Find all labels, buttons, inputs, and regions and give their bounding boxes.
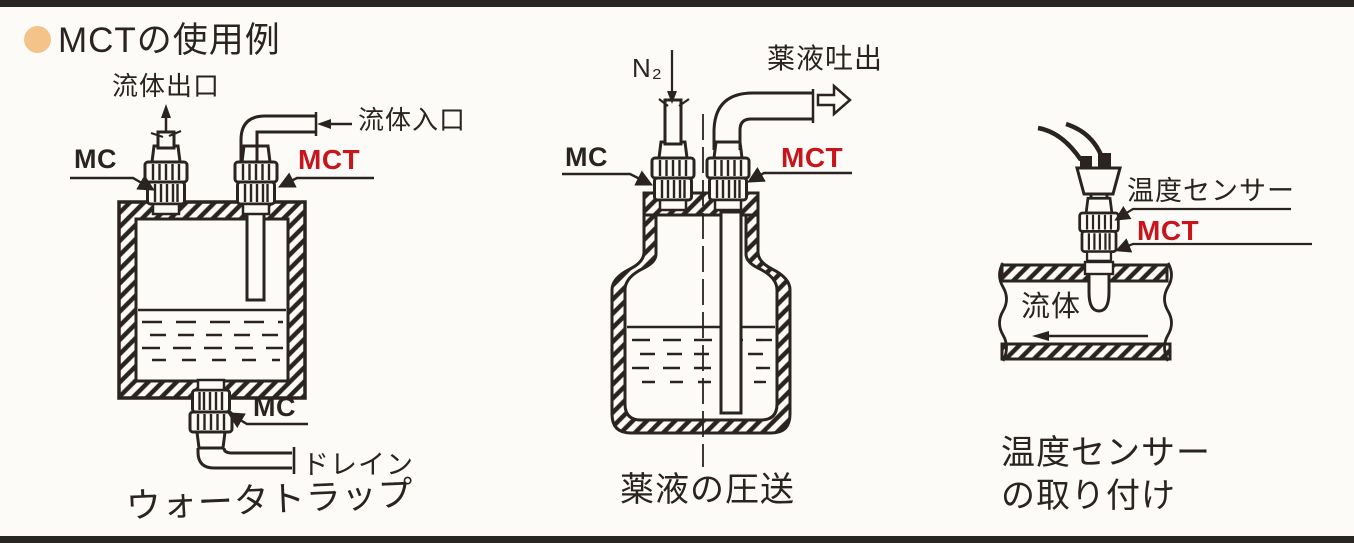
- dip-tube: [719, 210, 743, 415]
- mc-label-mid: MC: [565, 142, 608, 172]
- outlet-arrow-icon: [161, 104, 171, 131]
- sensor-wire-left: [1037, 125, 1083, 162]
- mct-fitting-sensor: [1078, 196, 1120, 263]
- mct-leader: [1115, 238, 1312, 253]
- sensor-body: [1075, 166, 1122, 196]
- mct-leader: [747, 167, 852, 183]
- mct-leader: [277, 172, 374, 188]
- discharge-elbow-pipe: [712, 89, 815, 150]
- probe-collar: [1083, 260, 1115, 276]
- bottom-border-rule: [0, 536, 1354, 543]
- n2-arrow-icon: [667, 50, 677, 104]
- inlet-elbow-pipe: [239, 112, 318, 162]
- pipe-break-left: [998, 262, 1008, 362]
- mct-label-left: MCT: [298, 144, 361, 175]
- fluid-inlet-label: 流体入口: [358, 105, 467, 135]
- bullet-icon: [24, 25, 51, 53]
- drain-label: ドレイン: [302, 450, 414, 480]
- inlet-arrow-icon: [317, 119, 352, 129]
- liquid-surface: [627, 325, 775, 384]
- fluid-outlet-label: 流体出口: [112, 71, 221, 101]
- pipe-break-right: [1163, 262, 1173, 362]
- mct-fitting-discharge: [705, 140, 751, 212]
- chemical-feed-drawing: [562, 50, 852, 467]
- section-title-row: MCTの使用例: [24, 12, 281, 63]
- mc-leader: [562, 170, 654, 186]
- mc-bottom-label: MC: [253, 392, 296, 422]
- sensor-leader: [1114, 205, 1291, 221]
- discharge-label: 薬液吐出: [767, 43, 884, 74]
- sensor-wire-right: [1065, 121, 1104, 156]
- mc-bottom-leader: [227, 412, 308, 429]
- flow-arrow-icon: [1032, 331, 1148, 341]
- page-title: MCTの使用例: [58, 21, 281, 60]
- mc-top-leader: [70, 174, 155, 191]
- mc-fitting-outlet: [143, 144, 189, 216]
- sensor-terminal-left: [1080, 156, 1092, 169]
- sensor-terminal-right: [1098, 153, 1111, 168]
- mct-label-right: MCT: [1137, 215, 1200, 246]
- water-trap-drawing: [70, 104, 374, 474]
- mc-fitting-drain: [188, 378, 234, 450]
- liquid-surface: [138, 308, 286, 362]
- fluid-label: 流体: [1021, 291, 1082, 323]
- n2-label: N₂: [632, 53, 663, 83]
- temp-sensor-drawing: [998, 121, 1312, 362]
- chemical-feed-caption: 薬液の圧送: [620, 471, 795, 509]
- mc-fitting-n2: [650, 140, 696, 212]
- mct-label-mid: MCT: [781, 142, 844, 173]
- temp-sensor-caption-line1: 温度センサー: [1001, 434, 1211, 472]
- pipe-bottom-wall: [1000, 342, 1172, 361]
- top-border-rule: [0, 0, 1354, 7]
- mc-top-label: MC: [74, 144, 117, 174]
- discharge-arrow-icon: [816, 83, 852, 117]
- sensor-label: 温度センサー: [1127, 176, 1295, 206]
- dip-tube: [245, 203, 266, 302]
- temp-sensor-caption-line2: の取り付け: [1001, 477, 1176, 515]
- drain-elbow-pipe: [196, 447, 296, 474]
